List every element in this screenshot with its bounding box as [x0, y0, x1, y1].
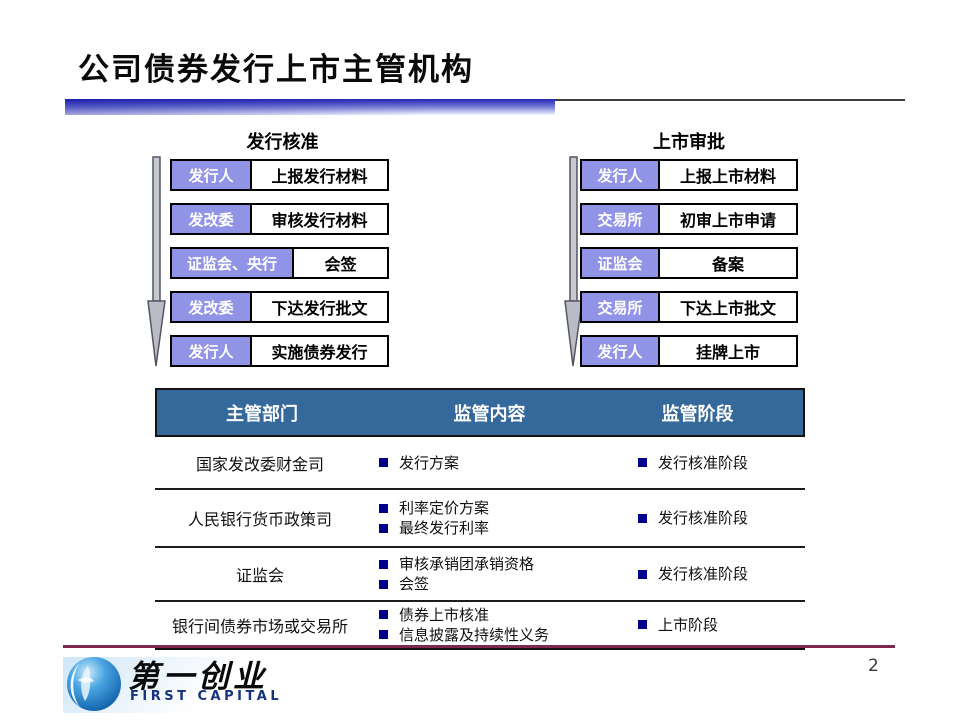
flow-step-row: 证监会、央行 会签 [170, 247, 389, 279]
flow-step-action: 下达发行批文 [252, 293, 387, 321]
bullet-square-icon [638, 569, 647, 579]
footer-divider-line [63, 645, 895, 648]
down-arrow-icon [564, 156, 583, 367]
stage-cell: 发行核准阶段 [590, 564, 801, 584]
logo-en-text: FIRST CAPITAL [130, 689, 283, 704]
flow-step-action: 会签 [294, 249, 387, 277]
bullet-item-label: 最终发行利率 [399, 519, 490, 537]
bullet-item-label: 发行方案 [399, 453, 460, 472]
flow-step-actor: 发改委 [172, 205, 252, 233]
bullet-square-icon [379, 630, 388, 639]
stage-cell: 发行核准阶段 [590, 453, 801, 473]
flow-step-actor: 发改委 [172, 293, 252, 321]
header-cell-stage: 监管阶段 [661, 403, 734, 425]
flow-step-actor: 发行人 [172, 161, 252, 189]
down-arrow-icon [147, 156, 166, 367]
bullet-square-icon [379, 523, 388, 533]
flow-step-row: 发改委 下达发行批文 [170, 291, 389, 323]
flow-step-row: 证监会 备案 [580, 247, 798, 279]
bullet-square-icon [638, 513, 647, 523]
bullet-square-icon [379, 579, 388, 589]
bullet-square-icon [379, 610, 388, 619]
flow-step-action: 初审上市申请 [660, 205, 796, 233]
flow-step-action: 挂牌上市 [660, 337, 796, 365]
bullet-item-label: 发行核准阶段 [658, 453, 749, 472]
table-row: 国家发改委财金司 发行方案 发行核准阶段 [155, 437, 805, 490]
regulators-table: 主管部门 监管内容 监管阶段 国家发改委财金司 发行方案 发行核准阶段 人民银行… [155, 388, 805, 650]
flow-step-actor: 发行人 [172, 337, 252, 365]
flow-step-actor: 证监会 [582, 249, 660, 277]
department-cell: 人民银行货币政策司 [187, 510, 332, 529]
flow-step-row: 交易所 下达上市批文 [580, 291, 798, 323]
flow-step-action: 上报上市材料 [660, 161, 796, 189]
flow-step-action: 实施债券发行 [252, 337, 387, 365]
bullet-square-icon [638, 620, 647, 629]
flow-step-action: 下达上市批文 [660, 293, 796, 321]
table-row: 证监会 审核承销团承销资格 会签 发行核准阶段 [155, 548, 805, 602]
flow-step-actor: 交易所 [582, 293, 660, 321]
department-cell: 证监会 [235, 566, 284, 585]
bullet-item-label: 发行核准阶段 [658, 565, 749, 583]
bullet-square-icon [638, 458, 647, 467]
globe-icon [67, 657, 121, 711]
logo-cn-text: 第一创业 [128, 659, 268, 695]
header-cell-content: 监管内容 [453, 403, 526, 425]
content-cell: 利率定价方案 最终发行利率 [365, 498, 590, 538]
bullet-square-icon [379, 503, 388, 513]
flow-step-action: 备案 [660, 249, 796, 277]
flow-left-title: 发行核准 [246, 132, 319, 153]
table-row: 银行间债券市场或交易所 债券上市核准 信息披露及持续性义务 上市阶段 [155, 602, 805, 650]
bullet-item-label: 信息披露及持续性义务 [399, 625, 550, 644]
flow-step-row: 发行人 上报发行材料 [170, 159, 389, 191]
content-cell: 债券上市核准 信息披露及持续性义务 [365, 605, 590, 645]
bullet-item-label: 会签 [399, 575, 430, 593]
flow-step-action: 审核发行材料 [252, 205, 387, 233]
bullet-square-icon [379, 458, 388, 467]
department-cell: 银行间债券市场或交易所 [171, 616, 348, 636]
bullet-item-label: 债券上市核准 [399, 605, 490, 624]
table-header-row: 主管部门 监管内容 监管阶段 [155, 388, 805, 437]
header-cell-department: 主管部门 [226, 403, 298, 425]
table-row: 人民银行货币政策司 利率定价方案 最终发行利率 发行核准阶段 [155, 490, 805, 548]
stage-cell: 发行核准阶段 [590, 508, 801, 528]
page-number: 2 [868, 656, 879, 676]
page-title: 公司债券发行上市主管机构 [78, 52, 474, 88]
flow-right-title: 上市审批 [653, 132, 725, 153]
flow-step-actor: 发行人 [582, 337, 660, 365]
bullet-item-label: 上市阶段 [658, 615, 719, 634]
bullet-item-label: 审核承销团承销资格 [399, 555, 535, 573]
content-cell: 发行方案 [365, 453, 590, 473]
bullet-item-label: 利率定价方案 [399, 499, 490, 517]
flow-step-row: 发行人 实施债券发行 [170, 335, 389, 367]
bullet-item-label: 发行核准阶段 [658, 509, 749, 527]
flow-step-row: 发行人 挂牌上市 [580, 335, 798, 367]
content-cell: 审核承销团承销资格 会签 [365, 554, 590, 594]
title-accent-bar [65, 99, 555, 115]
department-cell: 国家发改委财金司 [195, 454, 324, 474]
flow-step-actor: 发行人 [582, 161, 660, 189]
flow-step-row: 交易所 初审上市申请 [580, 203, 798, 235]
flow-step-actor: 交易所 [582, 205, 660, 233]
stage-cell: 上市阶段 [590, 615, 801, 635]
bullet-square-icon [379, 559, 388, 569]
flow-step-row: 发改委 审核发行材料 [170, 203, 389, 235]
flow-step-actor: 证监会、央行 [172, 249, 294, 277]
flow-step-action: 上报发行材料 [252, 161, 387, 189]
flow-step-row: 发行人 上报上市材料 [580, 159, 798, 191]
